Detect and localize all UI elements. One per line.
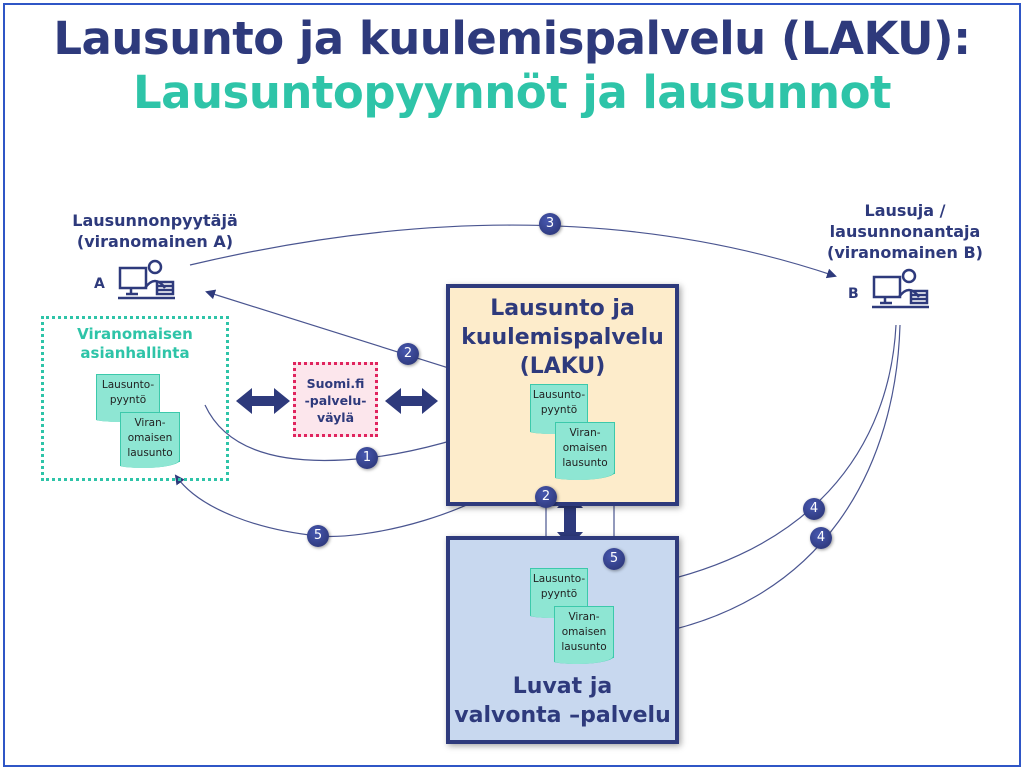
suomi-line1: Suomi.fi: [306, 376, 365, 391]
step-badge-1: 1: [356, 447, 378, 469]
luvat-line1: Luvat ja: [512, 674, 613, 699]
step-badge-4: 4: [810, 527, 832, 549]
doc-statement-luvat: Viran-omaisen lausunto: [554, 606, 614, 664]
actor-a-label: Lausunnonpyytäjä (viranomainen A): [45, 210, 265, 252]
step-badge-3: 3: [539, 213, 561, 235]
step-badge-4: 4: [803, 498, 825, 520]
suomi-fi-service-bus-box: Suomi.fi -palvelu- väylä: [293, 362, 378, 437]
doc-line: omaisen: [562, 442, 608, 454]
suomi-line2: -palvelu-: [304, 393, 367, 408]
person-at-computer-icon: [118, 259, 175, 300]
doc-line: pyyntö: [540, 404, 578, 416]
double-arrow-left: [236, 388, 290, 414]
title-line-2: Lausuntopyynnöt ja lausunnot: [132, 66, 892, 119]
doc-line: lausunto: [127, 447, 173, 459]
step-badge-5: 5: [307, 525, 329, 547]
actor-b-label-line1: Lausuja /: [864, 201, 946, 220]
actor-b-label-line3: (viranomainen B): [827, 243, 983, 262]
case-management-label: Viranomaisen asianhallinta: [44, 325, 226, 363]
double-arrow-vertical: [557, 493, 583, 547]
step-badge-2: 2: [397, 343, 419, 365]
actor-b-letter: B: [848, 286, 859, 302]
suomi-line3: väylä: [316, 410, 355, 425]
laku-line1: Lausunto ja: [490, 296, 635, 321]
case-management-box: Viranomaisen asianhallinta: [41, 316, 229, 481]
case-management-line1: Viranomaisen: [77, 325, 193, 343]
laku-line2: kuulemispalvelu: [461, 325, 664, 350]
doc-line: pyyntö: [540, 588, 578, 600]
doc-statement-laku: Viran-omaisen lausunto: [555, 422, 615, 480]
doc-line: lausunto: [561, 641, 607, 653]
arrow-step-4-request: [600, 324, 897, 596]
doc-line: pyyntö: [109, 394, 147, 406]
double-arrow-right: [385, 388, 438, 414]
arrow-step-3: [189, 224, 837, 279]
doc-line: Lausunto-: [532, 573, 586, 585]
laku-line3: (LAKU): [519, 354, 606, 379]
doc-line: omaisen: [127, 432, 173, 444]
outer-frame: [3, 3, 1021, 767]
doc-line: omaisen: [561, 626, 607, 638]
person-at-computer-icon: [872, 268, 929, 309]
actor-a-letter: A: [94, 276, 105, 292]
step-badge-5: 5: [603, 548, 625, 570]
luvat-line2: valvonta –palvelu: [454, 703, 671, 728]
doc-line: Viran-: [569, 427, 601, 439]
step-badge-2: 2: [535, 486, 557, 508]
doc-line: Viran-: [134, 417, 166, 429]
luvat-title: Luvat ja valvonta –palvelu: [450, 672, 675, 730]
doc-line: Lausunto-: [101, 379, 155, 391]
actor-b-label-line2: lausunnonantaja: [829, 222, 981, 241]
actor-b-label: Lausuja / lausunnonantaja (viranomainen …: [795, 200, 1015, 263]
doc-request-case: Lausunto-pyyntö: [96, 374, 160, 422]
title-line-1: Lausunto ja kuulemispalvelu (LAKU):: [53, 12, 971, 65]
laku-title: Lausunto ja kuulemispalvelu (LAKU): [450, 294, 675, 381]
doc-line: Viran-: [568, 611, 600, 623]
doc-line: lausunto: [562, 457, 608, 469]
actor-a-label-line1: Lausunnonpyytäjä: [72, 211, 238, 230]
actor-a-label-line2: (viranomainen A): [76, 232, 234, 251]
doc-line: Lausunto-: [532, 389, 586, 401]
doc-statement-case: Viran-omaisen lausunto: [120, 412, 180, 468]
case-management-line2: asianhallinta: [80, 344, 190, 362]
arrow-step-4-statement: [628, 324, 901, 642]
